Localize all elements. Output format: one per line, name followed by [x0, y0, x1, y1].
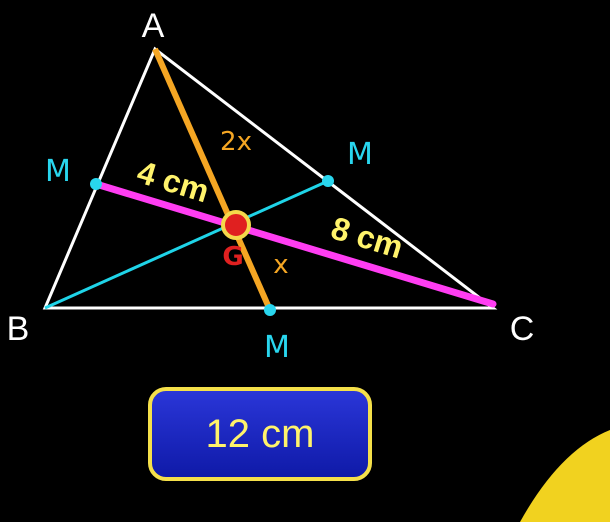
vertex-label-a: A	[142, 7, 165, 45]
median-c	[92, 180, 497, 308]
midpoint-bc-dot	[264, 304, 276, 316]
midpoint-label-bc: M	[264, 330, 290, 365]
median-b	[44, 179, 329, 310]
midpoint-label-ab: M	[45, 154, 71, 189]
midpoint-label-ac: M	[347, 137, 373, 172]
answer-text: 12 cm	[205, 411, 315, 456]
segment-label-ag: 2x	[220, 127, 252, 157]
midpoint-ac-dot	[322, 175, 334, 187]
centroid-dot	[221, 210, 251, 240]
vertex-label-b: B	[7, 310, 30, 348]
centroid-label: G	[222, 242, 243, 272]
median-a	[152, 47, 273, 312]
midpoint-ab-dot	[90, 178, 102, 190]
triangle-abc	[42, 46, 498, 310]
segment-label-gm: x	[273, 250, 288, 280]
answer-box: 12 cm	[148, 387, 372, 481]
presenter-shoulder	[520, 430, 610, 522]
vertex-label-c: C	[510, 310, 535, 348]
